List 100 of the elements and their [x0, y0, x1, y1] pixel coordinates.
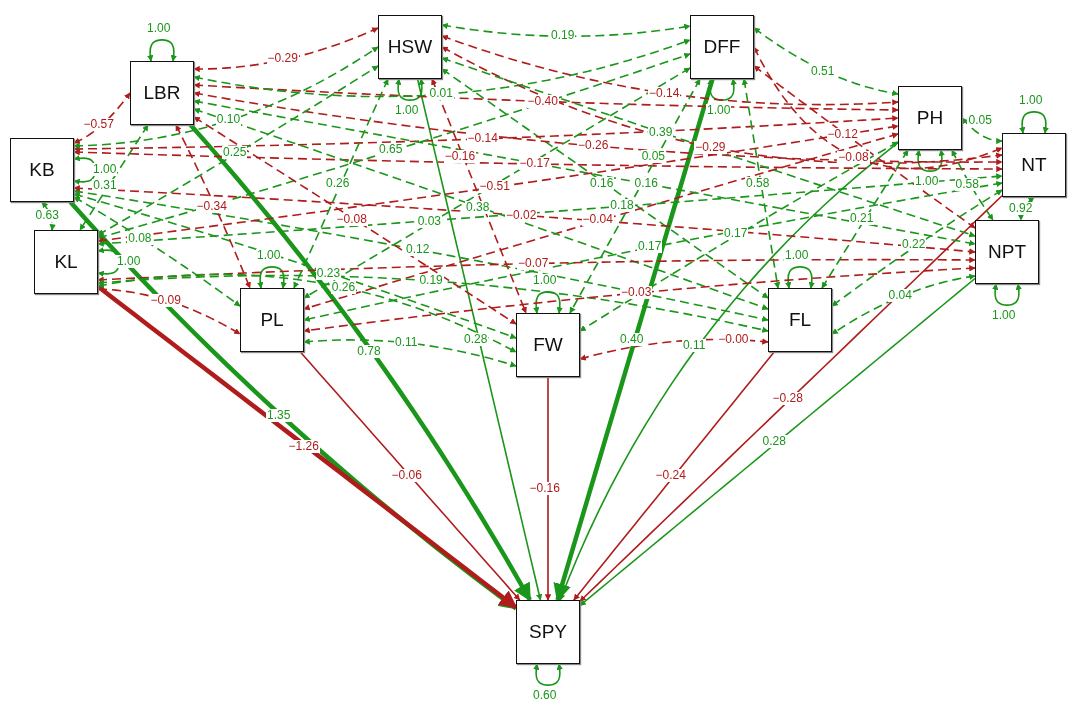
edge-label: −0.29 [694, 140, 727, 154]
edge-label: 0.40 [619, 332, 645, 346]
edge-label: 1.35 [265, 409, 292, 423]
edge-label: 0.92 [1008, 201, 1034, 215]
edge-label: 0.11 [681, 339, 707, 353]
covariance-arrow [73, 46, 379, 149]
variable-name: LBR [143, 82, 181, 104]
covariance-arrow [441, 34, 899, 106]
edge-label: −0.08 [335, 212, 368, 226]
variance-loop-arrow [533, 663, 563, 686]
covariance-arrow [441, 68, 769, 299]
edge-label: 0.26 [330, 281, 357, 295]
edge-label: 0.38 [465, 200, 491, 214]
covariance-arrow [951, 149, 994, 221]
edge-label: −1.26 [287, 440, 320, 453]
edge-label: −0.40 [526, 94, 559, 108]
variable-box [898, 86, 962, 150]
edge-label: −0.57 [82, 117, 115, 131]
edge-label: 0.65 [378, 143, 404, 157]
path-arrow [299, 351, 521, 601]
covariance-arrow [831, 189, 1003, 307]
variable-name: KL [54, 251, 78, 273]
covariance-arrow [73, 192, 517, 340]
edge-label: 0.10 [215, 112, 242, 126]
covariance-arrow [753, 65, 976, 229]
edge-label: 1.00 [991, 309, 1017, 322]
edge-label: −0.14 [466, 131, 499, 145]
edge-label: 1.00 [914, 175, 940, 188]
edge-label: −0.06 [390, 469, 423, 482]
variance-loop-arrow [785, 266, 815, 289]
edge-label: −0.28 [771, 391, 804, 405]
edge-label: 0.01 [428, 87, 454, 101]
edge-label: 0.28 [761, 435, 787, 448]
variable-name: KB [29, 159, 55, 181]
edge-label: 0.22 [901, 238, 927, 252]
variable-name: HSW [387, 36, 433, 58]
variance-loop-arrow [915, 149, 945, 172]
covariance-arrow [753, 46, 1003, 170]
edge-label: 1.00 [1018, 94, 1044, 107]
edge-label: −0.29 [266, 52, 299, 66]
path-arrow [553, 78, 715, 602]
variable-name: PL [260, 309, 284, 331]
edge-label: −0.17 [518, 157, 551, 170]
edge-label: 0.25 [222, 145, 248, 159]
variable-box [690, 15, 754, 79]
edge-label: 0.05 [967, 113, 993, 127]
edge-label: 0.03 [416, 214, 442, 228]
covariance-arrow [303, 338, 517, 368]
covariance-arrow [97, 123, 899, 244]
edge-label: 0.26 [325, 176, 351, 190]
covariance-arrow [303, 67, 691, 299]
variable-name: DFF [703, 36, 741, 58]
edge-label: 0.63 [34, 209, 60, 222]
path-arrow [544, 376, 552, 601]
edge-label: 0.51 [810, 64, 836, 78]
covariance-arrow [293, 78, 389, 289]
covariance-arrow [193, 98, 976, 247]
path-arrow [579, 194, 1003, 603]
edge-label: −0.04 [581, 213, 614, 227]
path-arrow [68, 200, 518, 611]
covariance-arrow [97, 256, 976, 283]
covariance-arrow [303, 132, 899, 311]
covariance-arrow [97, 65, 379, 236]
edge-label: 0.16 [589, 176, 615, 190]
edge-label: 0.17 [723, 227, 749, 240]
variance-loop-arrow [147, 39, 177, 62]
covariance-arrow [961, 117, 1003, 145]
edge-label: −0.34 [195, 199, 228, 213]
edge-label: 0.04 [887, 288, 913, 302]
covariance-arrow [441, 22, 691, 38]
covariance-arrow [97, 52, 691, 240]
path-arrow [416, 78, 543, 601]
variable-name: NPT [988, 241, 1026, 263]
edge-label: 0.39 [648, 126, 674, 140]
edge-label: −0.24 [654, 469, 687, 482]
variance-loop-arrow [257, 266, 287, 289]
covariance-arrow [1017, 196, 1035, 221]
variable-box [240, 288, 304, 352]
path-arrow [573, 351, 775, 601]
variable-box [378, 15, 442, 79]
covariance-arrow [193, 38, 691, 98]
edge-label: 0.18 [609, 199, 635, 213]
covariance-arrow [303, 265, 976, 334]
path-arrow [188, 123, 532, 602]
edge-label: −0.14 [648, 86, 681, 100]
edge-label: 1.00 [706, 104, 732, 117]
edge-label: 1.00 [784, 249, 810, 262]
covariance-arrow [73, 188, 769, 322]
edge-label: 0.78 [356, 345, 382, 358]
variable-name: FL [788, 309, 812, 331]
variable-box [516, 313, 580, 377]
covariance-arrow [97, 274, 769, 333]
edge-label: 0.17 [637, 240, 663, 253]
edge-label: 1.00 [394, 104, 420, 117]
covariance-arrow [569, 78, 701, 314]
edge-label: 1.00 [146, 22, 172, 35]
covariance-arrow [193, 107, 769, 311]
variable-box [516, 600, 580, 664]
edge-label: 0.60 [532, 689, 558, 702]
edge-label: 0.21 [849, 212, 875, 225]
